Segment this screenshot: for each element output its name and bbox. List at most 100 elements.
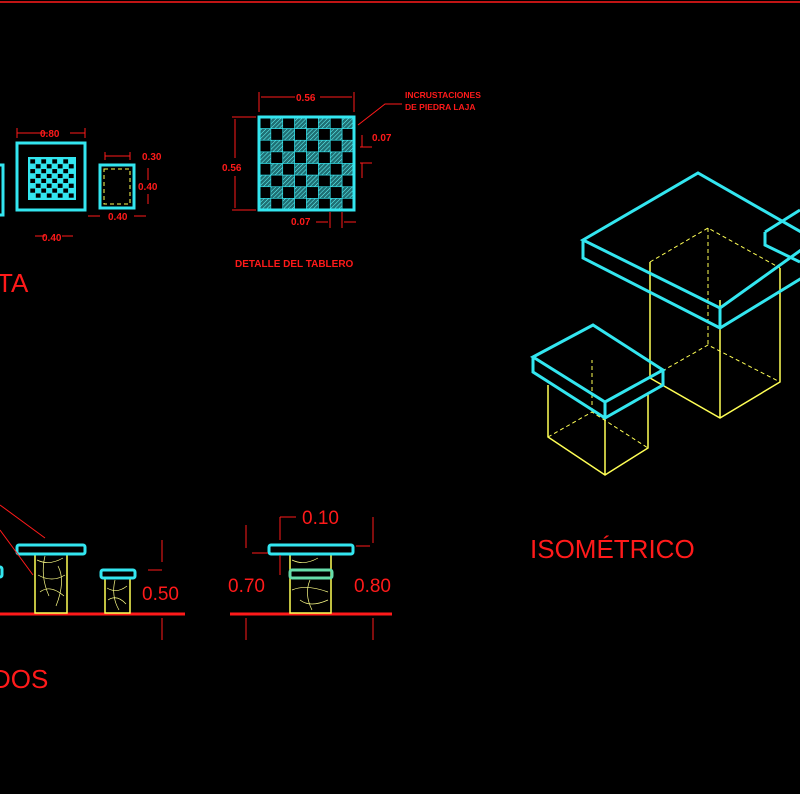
board-square (318, 186, 331, 199)
board-square (35, 183, 42, 189)
board-square (46, 173, 53, 179)
dim-stool-side: 0.70 (228, 576, 265, 597)
dim-board-width: 0.56 (296, 93, 316, 104)
board-square (68, 173, 75, 179)
board-square (282, 139, 295, 153)
board-square (46, 158, 53, 165)
board-square (57, 173, 64, 179)
board-square (57, 192, 64, 199)
board-square (68, 187, 75, 194)
board-square (57, 168, 64, 174)
plan-title: TA (0, 268, 29, 298)
dim-square-right: 0.07 (372, 133, 392, 144)
plan-view: 0.80 0.30 0.40 0.40 0.40 TA (0, 128, 162, 298)
board-square (270, 116, 284, 129)
board-square (341, 151, 355, 164)
board-square (341, 186, 355, 199)
note-line-1: INCRUSTACIONES (405, 90, 481, 100)
board-square (40, 158, 47, 165)
board-outline (257, 115, 356, 212)
board-square (258, 174, 272, 188)
board-square (282, 174, 295, 188)
board-square (40, 163, 47, 170)
stool-plan (98, 163, 136, 210)
dim-stool-base: 0.40 (108, 212, 128, 223)
board-square (258, 139, 272, 153)
board-square (318, 198, 331, 211)
board-square (282, 198, 295, 211)
stool-pedestal-hidden (103, 168, 131, 205)
isometric-title: ISOMÉTRICO (530, 534, 695, 564)
dim-square-bottom: 0.07 (291, 217, 311, 228)
board-square (306, 151, 319, 164)
board-square (282, 163, 295, 176)
dim-table-base: 0.40 (42, 233, 62, 244)
board-square (318, 139, 331, 153)
board-square (270, 198, 284, 211)
dim-stool-depth: 0.40 (138, 182, 158, 193)
board-square (68, 178, 75, 184)
board-square (40, 192, 47, 199)
board-square (270, 151, 284, 164)
dim-stool-width: 0.30 (142, 152, 162, 163)
board-square (29, 192, 36, 199)
board-square (62, 163, 69, 170)
board-square (282, 128, 295, 141)
board-square (306, 128, 319, 141)
board-square (341, 163, 355, 176)
board-square (29, 183, 36, 189)
board-square (270, 139, 284, 153)
board-square (329, 198, 343, 211)
board-square (57, 158, 64, 165)
board-square (306, 198, 319, 211)
board-square (46, 168, 53, 174)
board-square (68, 183, 75, 189)
board-square (29, 168, 36, 174)
note-line-2: DE PIEDRA LAJA (405, 102, 476, 112)
board-square (46, 178, 53, 184)
board-square (62, 187, 69, 194)
board-square (40, 183, 47, 189)
board-square (57, 183, 64, 189)
board-square (62, 192, 69, 199)
board-square (35, 178, 42, 184)
board-square (294, 139, 307, 153)
board-square (35, 192, 42, 199)
board-square (341, 174, 355, 188)
board-square (40, 178, 47, 184)
board-square (306, 186, 319, 199)
board-square (329, 116, 343, 129)
board-square (306, 139, 319, 153)
board-square (318, 174, 331, 188)
elevation-views: 0.50 DOS 0.10 0.70 0.80 (0, 504, 392, 694)
detail-title: DETALLE DEL TABLERO (235, 259, 354, 270)
table-plan (15, 141, 87, 212)
board-square (318, 151, 331, 164)
partial-stool-plan (0, 163, 5, 217)
dim-table-height: 0.80 (354, 576, 391, 597)
board-square (29, 163, 36, 170)
board-square (329, 139, 343, 153)
board-square (35, 163, 42, 170)
board-square (329, 163, 343, 176)
board-square (282, 151, 295, 164)
board-square (57, 163, 64, 170)
board-square (62, 183, 69, 189)
board-square (270, 186, 284, 199)
board-square (29, 158, 36, 165)
board-square (306, 163, 319, 176)
board-square (294, 186, 307, 199)
board-detail: 0.56 0.56 0.07 0.07 INCRUSTACIONES DE PI… (222, 90, 481, 270)
board-square (329, 151, 343, 164)
elevations-title: DOS (0, 664, 48, 694)
board-square (341, 139, 355, 153)
board-square (341, 116, 355, 129)
board-square (68, 192, 75, 199)
board-square (51, 168, 58, 174)
board-square (258, 163, 272, 176)
board-square (294, 128, 307, 141)
board-square (68, 163, 75, 170)
board-square (294, 198, 307, 211)
board-square (294, 116, 307, 129)
